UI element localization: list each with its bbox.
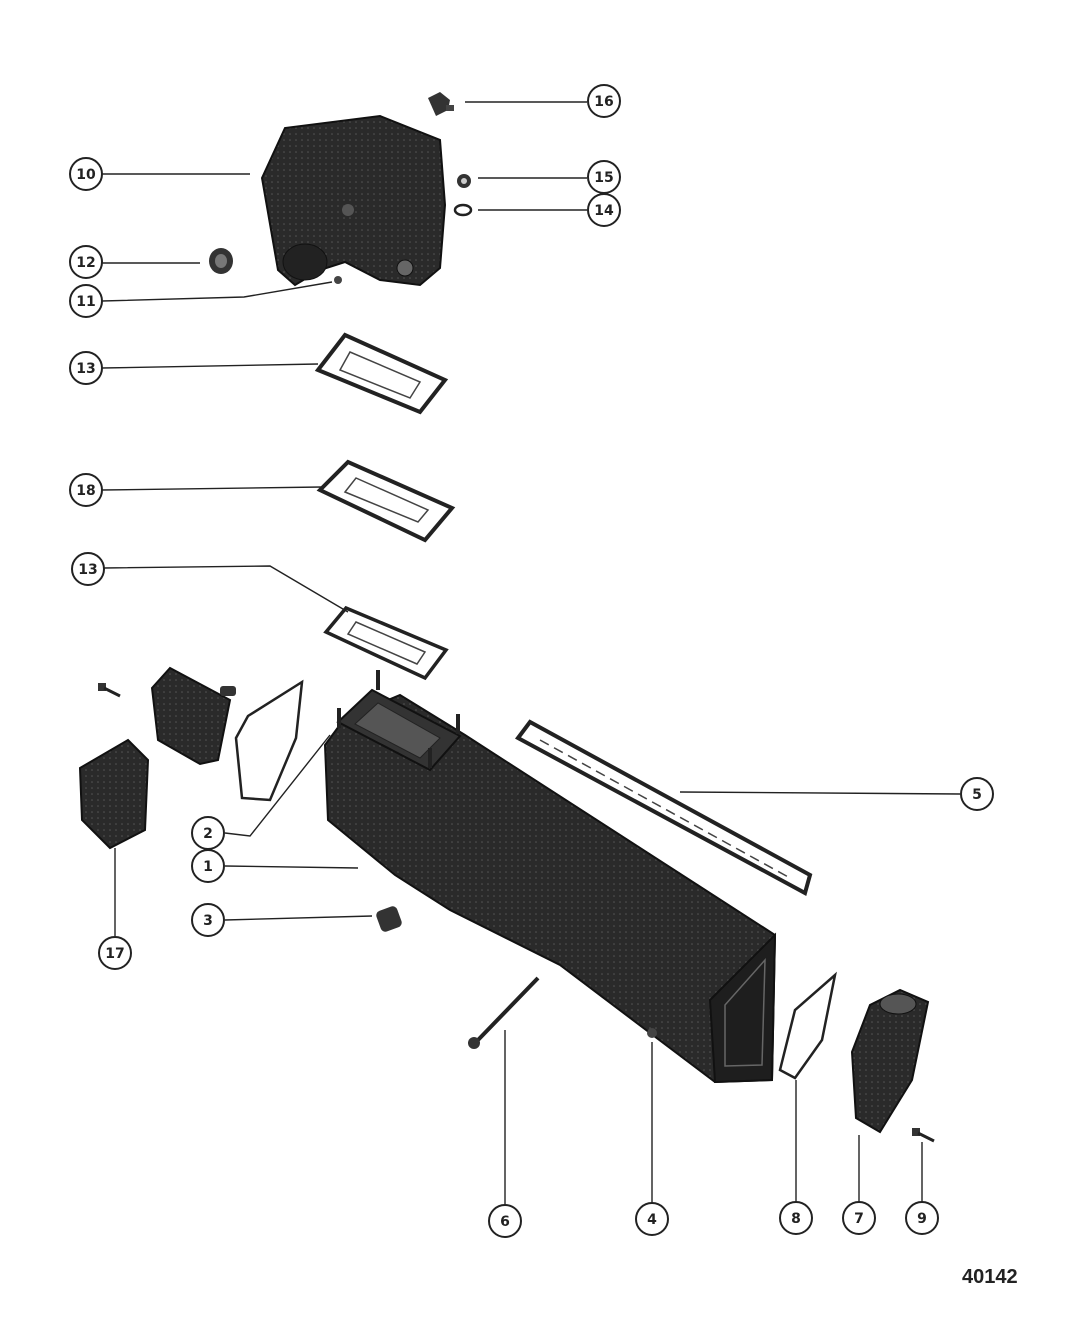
svg-text:13: 13 [76,361,95,377]
svg-text:7: 7 [854,1211,864,1227]
part-2-studs [337,670,460,768]
callout-13-lower: 13 [71,552,105,586]
end-gasket-left [234,679,304,802]
svg-text:13: 13 [78,562,97,578]
part-17-bracket [78,738,150,850]
part-15-nut [457,174,471,188]
svg-text:15: 15 [594,170,613,186]
svg-text:16: 16 [594,94,613,110]
part-12-plug [209,248,233,274]
svg-text:18: 18 [76,483,95,499]
part-11-plug [334,276,342,284]
svg-text:8: 8 [791,1211,801,1227]
callout-17: 17 [98,936,132,970]
svg-text:1: 1 [203,859,213,875]
svg-text:5: 5 [972,787,982,803]
part-10-exhaust-elbow [260,114,447,287]
part-14-washer [453,203,473,217]
callout-1: 1 [191,849,225,883]
svg-text:12: 12 [76,255,95,271]
figure-number: 40142 [962,1266,1018,1288]
callout-13-upper: 13 [69,351,103,385]
svg-text:9: 9 [917,1211,927,1227]
part-9-screw [912,1128,935,1143]
part-1-exhaust-manifold [323,688,777,1084]
svg-text:14: 14 [594,203,614,219]
callout-8: 8 [779,1201,813,1235]
callout-15: 15 [587,160,621,194]
callout-2: 2 [191,816,225,850]
callout-18: 18 [69,473,103,507]
callout-11: 11 [69,284,103,318]
screw-left [98,683,121,698]
callout-14: 14 [587,193,621,227]
svg-text:2: 2 [203,826,213,842]
part-8-gasket [778,971,837,1080]
svg-text:10: 10 [76,167,96,183]
callout-12: 12 [69,245,103,279]
end-cover-left [150,666,236,766]
part-6-bolt [468,976,540,1049]
callout-7: 7 [842,1201,876,1235]
part-4-plug [647,1028,657,1038]
svg-text:11: 11 [76,294,95,310]
part-18-spacer [316,459,456,543]
svg-text:6: 6 [500,1214,510,1230]
part-13-gasket-lower [323,605,449,681]
callout-5: 5 [960,777,994,811]
part-16-fitting [428,92,454,116]
callout-10: 10 [69,157,103,191]
callout-4: 4 [635,1202,669,1236]
svg-text:3: 3 [203,913,213,929]
part-7-end-cover [850,988,930,1134]
part-5-manifold-gasket [515,719,813,896]
part-3-plug [376,906,402,932]
callout-3: 3 [191,903,225,937]
callout-9: 9 [905,1201,939,1235]
svg-text:17: 17 [105,946,124,962]
callout-16: 16 [587,84,621,118]
leader-lines [101,101,961,1205]
svg-text:4: 4 [647,1212,657,1228]
part-13-gasket-upper [314,332,449,415]
callout-6: 6 [488,1204,522,1238]
